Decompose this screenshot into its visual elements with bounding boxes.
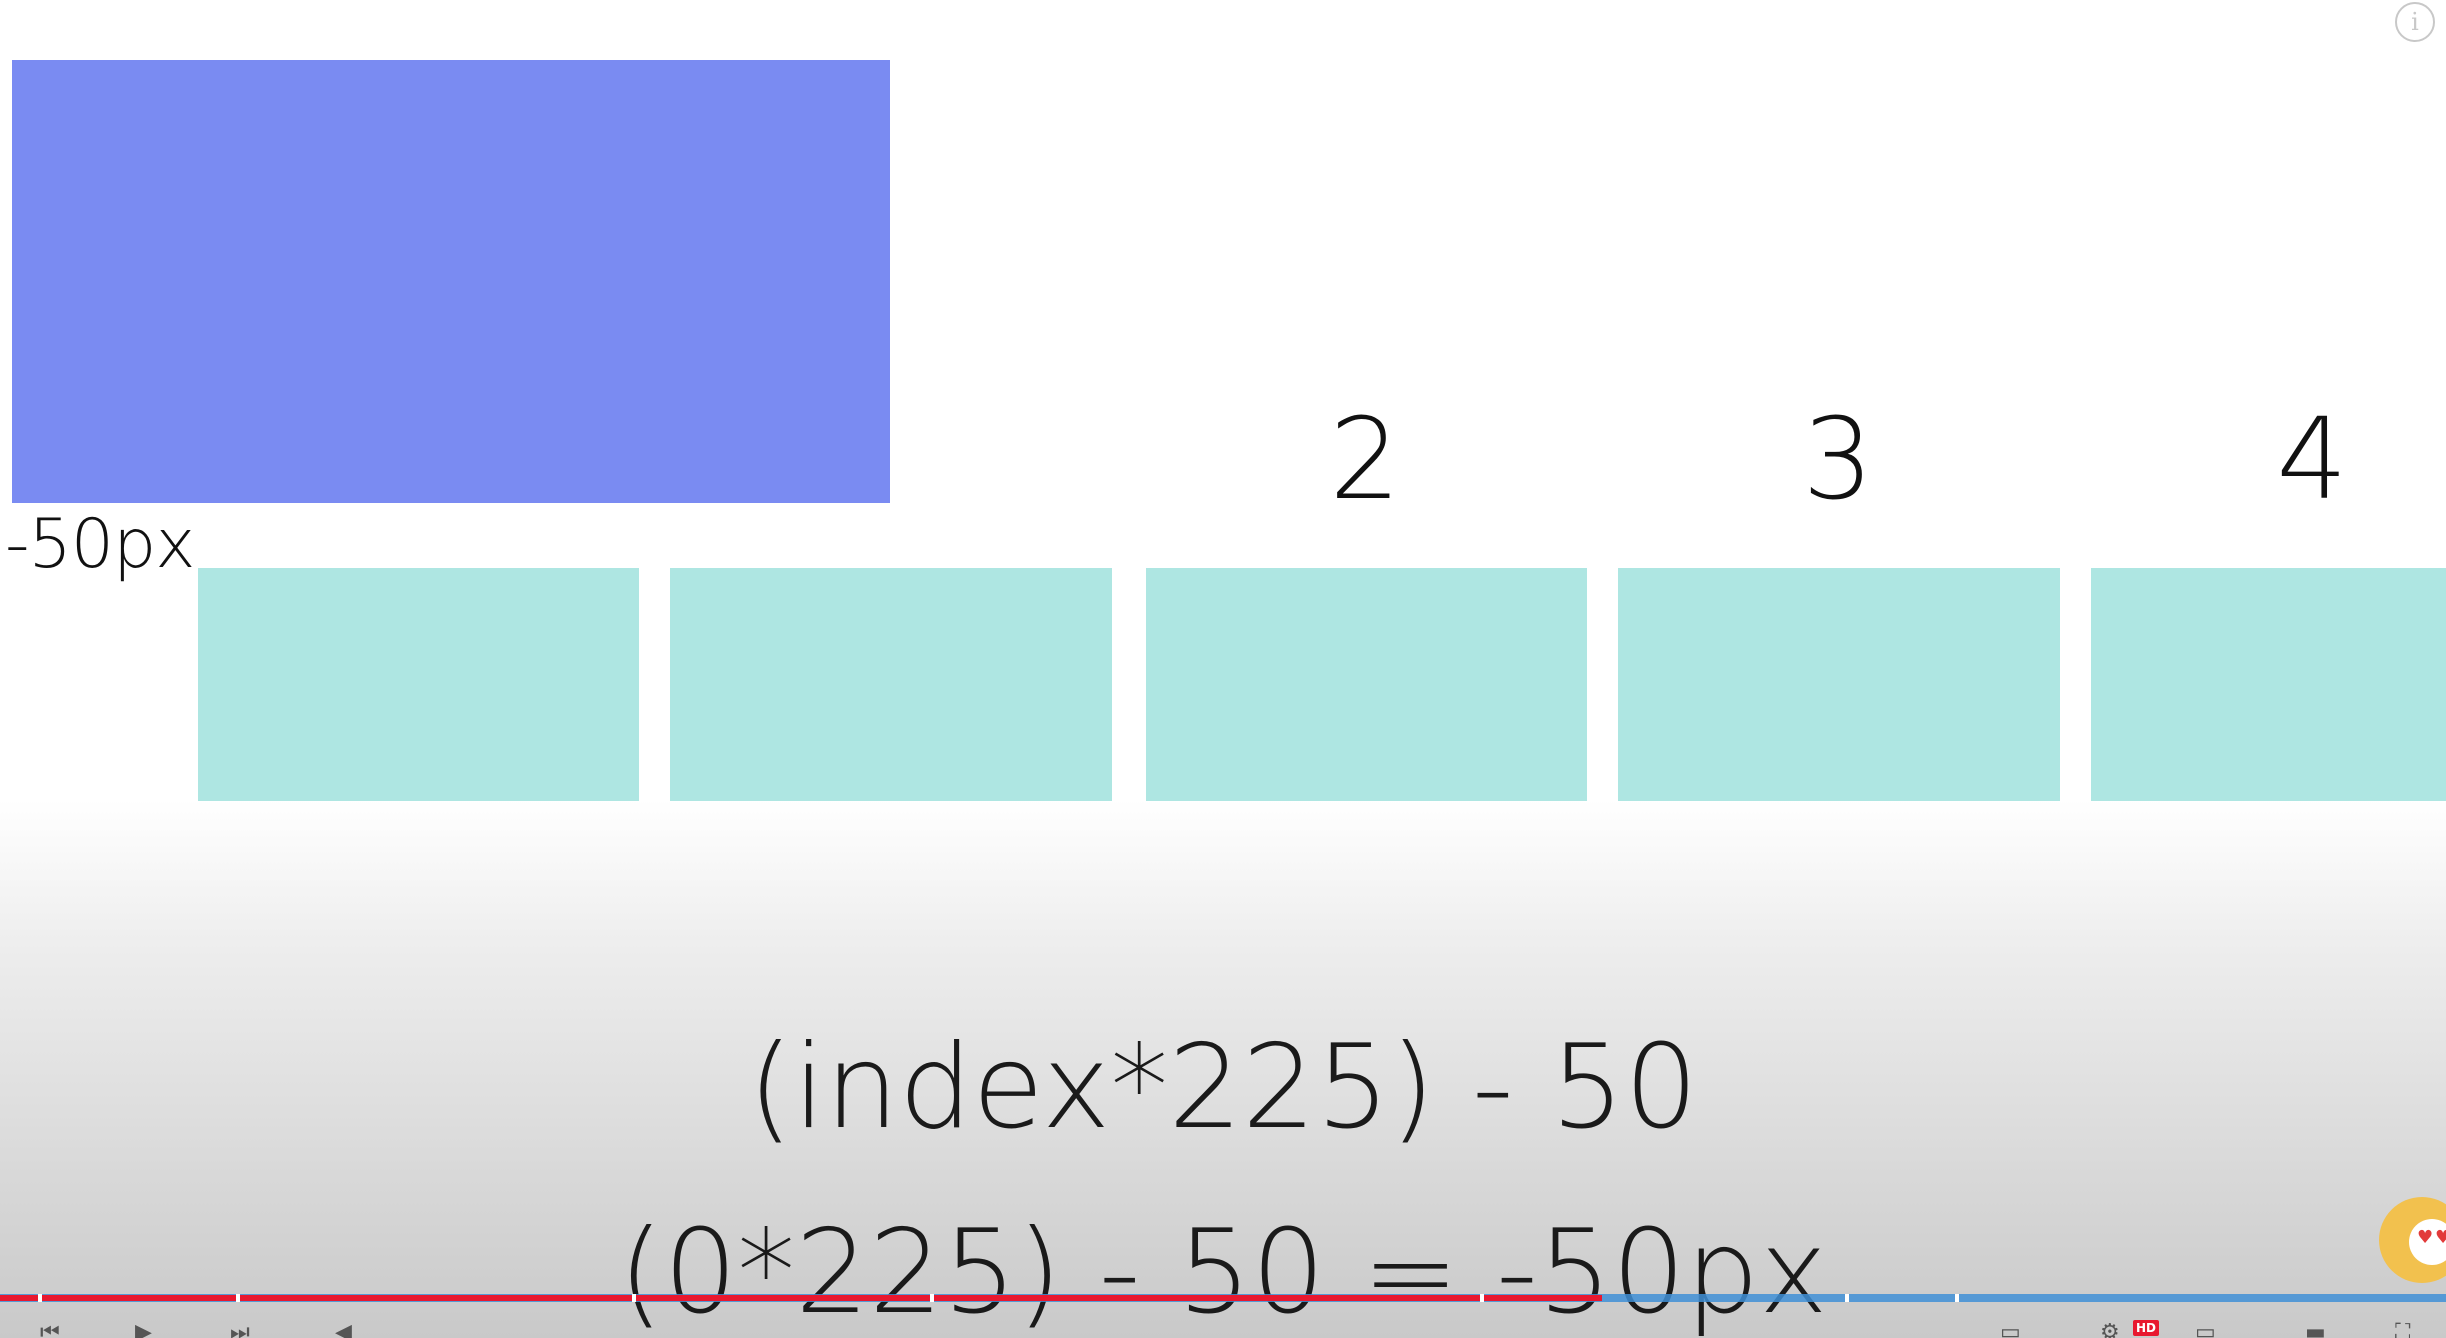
chapter-marker (1955, 1294, 1959, 1302)
miniplayer-icon[interactable]: ▭ (2195, 1320, 2216, 1338)
volume-icon[interactable]: ◀ (335, 1320, 352, 1338)
heart-icon: ♥ (2435, 1227, 2446, 1248)
slot-box (2091, 568, 2446, 801)
chapter-marker (1480, 1294, 1484, 1302)
heart-icon: ♥ (2417, 1227, 2434, 1248)
offset-label: -50px (5, 505, 195, 584)
slot-number-3: 3 (1802, 395, 1874, 525)
subtitles-icon[interactable]: ▭ (2000, 1320, 2021, 1338)
hd-badge: HD (2133, 1320, 2160, 1336)
slot-box (670, 568, 1112, 801)
play-icon[interactable]: ▶ (135, 1320, 152, 1338)
fullscreen-icon[interactable]: ⛶ (2395, 1320, 2411, 1338)
chapter-marker (930, 1294, 934, 1302)
slot-number-4: 4 (2276, 395, 2348, 525)
theater-icon[interactable]: ▬ (2305, 1320, 2326, 1338)
slot-box (1618, 568, 2060, 801)
slot-box (198, 568, 639, 801)
chapter-marker (38, 1294, 42, 1302)
chapter-marker (632, 1294, 636, 1302)
cat-with-heart-eyes-icon[interactable]: ♥ ♥ (2379, 1197, 2446, 1283)
formula-general: (index*225) - 50 (747, 1020, 1699, 1155)
slot-number-2: 2 (1329, 395, 1401, 525)
info-icon[interactable]: i (2395, 2, 2435, 42)
next-icon[interactable]: ⏭ (230, 1320, 250, 1338)
slot-box (1146, 568, 1587, 801)
chapter-marker (1845, 1294, 1849, 1302)
moving-box (12, 60, 890, 503)
previous-icon[interactable]: ⏮ (40, 1320, 60, 1338)
player-controls: ⏮ ▶ ⏭ ◀ ▭ ⚙ ▭ ▬ ⛶ (0, 1318, 2446, 1338)
progress-played (0, 1295, 1603, 1301)
progress-bar[interactable] (0, 1290, 2446, 1306)
formula-example: (0*225) - 50 = -50px (618, 1205, 1828, 1338)
avatar-face (2409, 1219, 2446, 1265)
settings-icon[interactable]: ⚙ (2100, 1320, 2120, 1338)
chapter-marker (236, 1294, 240, 1302)
